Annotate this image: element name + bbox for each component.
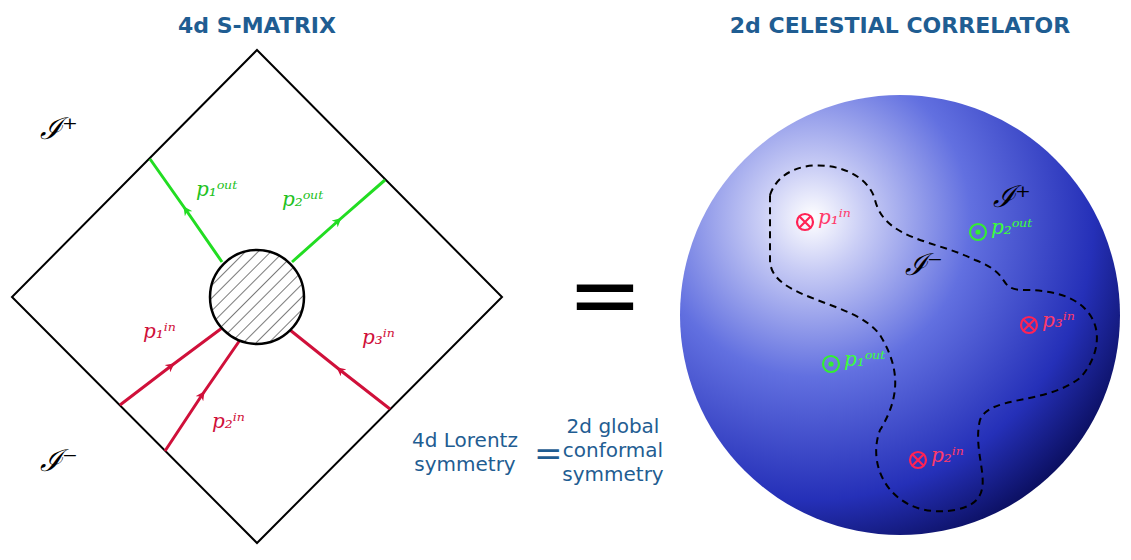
in-marker: [797, 214, 813, 230]
equals-sign: =: [567, 250, 642, 340]
momentum-label: p₁ᵒᵘᵗ: [196, 178, 237, 200]
panel-title: 4d S-MATRIX: [178, 14, 336, 38]
momentum-label: p₂ⁱⁿ: [212, 410, 245, 432]
panel-title: 2d CELESTIAL CORRELATOR: [730, 14, 1070, 38]
infinity-label: ℐ⁺: [993, 180, 1031, 213]
in-marker: [1021, 317, 1037, 333]
momentum-label: p₁ⁱⁿ: [143, 320, 176, 342]
momentum-label: p₂ⁱⁿ: [931, 444, 964, 466]
out-marker: [823, 356, 839, 372]
momentum-label: p₃ⁱⁿ: [1042, 309, 1075, 331]
outgoing-line: [150, 159, 222, 262]
interaction-blob: [210, 250, 304, 344]
in-marker: [910, 452, 926, 468]
blob-ground: [210, 250, 304, 344]
celestial-sphere: [680, 95, 1120, 535]
momentum-label: p₁ᵒᵘᵗ: [844, 348, 885, 370]
incoming-line: [165, 340, 240, 451]
symmetry-note: 4d Lorentz symmetry: [404, 428, 526, 476]
momentum-label: p₃ⁱⁿ: [362, 326, 395, 348]
momentum-label: p₂ᵒᵘᵗ: [282, 188, 323, 210]
momentum-label: p₂ᵒᵘᵗ: [991, 216, 1032, 238]
symmetry-note: 2d global conformal symmetry: [552, 414, 674, 486]
infinity-label: ℐ⁻: [905, 248, 943, 281]
dashed-boundary: [770, 165, 1097, 511]
infinity-label: ℐ⁺: [40, 112, 78, 145]
infinity-label: ℐ⁻: [40, 444, 78, 477]
out-marker: [970, 224, 986, 240]
momentum-label: p₁ⁱⁿ: [818, 206, 851, 228]
equals-sign: =: [534, 436, 563, 470]
